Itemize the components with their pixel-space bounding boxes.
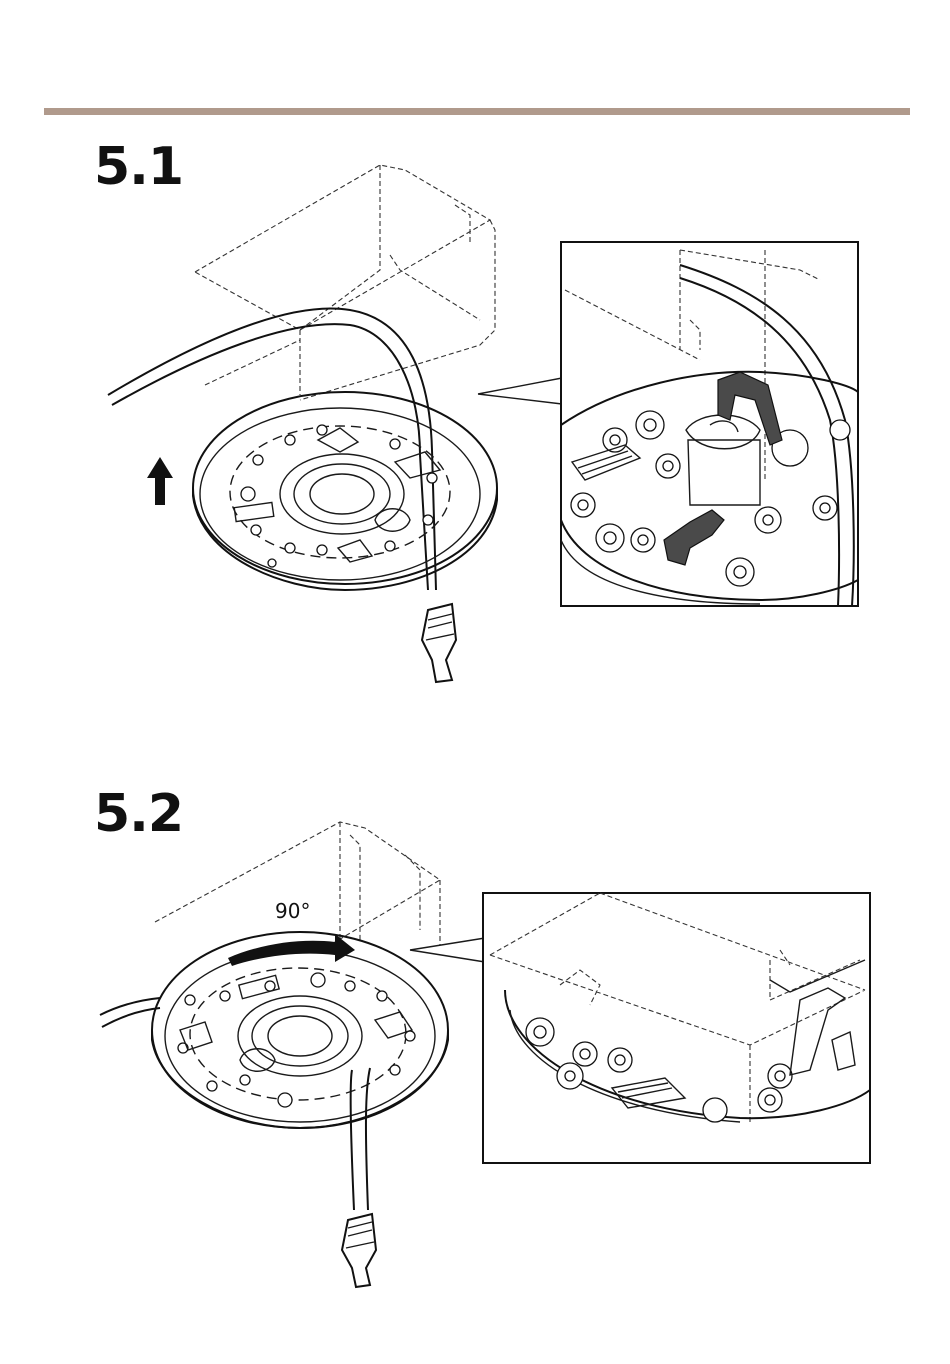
step-5-2-illustration: 90° <box>0 810 950 1310</box>
network-cable <box>351 1068 370 1210</box>
ceiling-beam-outline <box>155 822 440 945</box>
callout-leader <box>410 938 485 962</box>
mounting-bracket <box>152 932 448 1128</box>
detail-inset-5-1 <box>561 242 858 606</box>
step-5-1-illustration <box>0 140 950 700</box>
ceiling-beam-outline <box>195 165 495 400</box>
callout-leader <box>478 378 562 404</box>
section-divider <box>44 108 910 115</box>
network-cable-rear <box>100 998 160 1015</box>
detail-inset-5-2 <box>483 893 870 1163</box>
rotation-angle-label: 90° <box>275 899 310 923</box>
network-connector-icon <box>342 1214 376 1287</box>
mounting-bracket <box>193 392 497 590</box>
network-connector-icon <box>422 604 456 682</box>
up-arrow-icon <box>147 457 173 505</box>
